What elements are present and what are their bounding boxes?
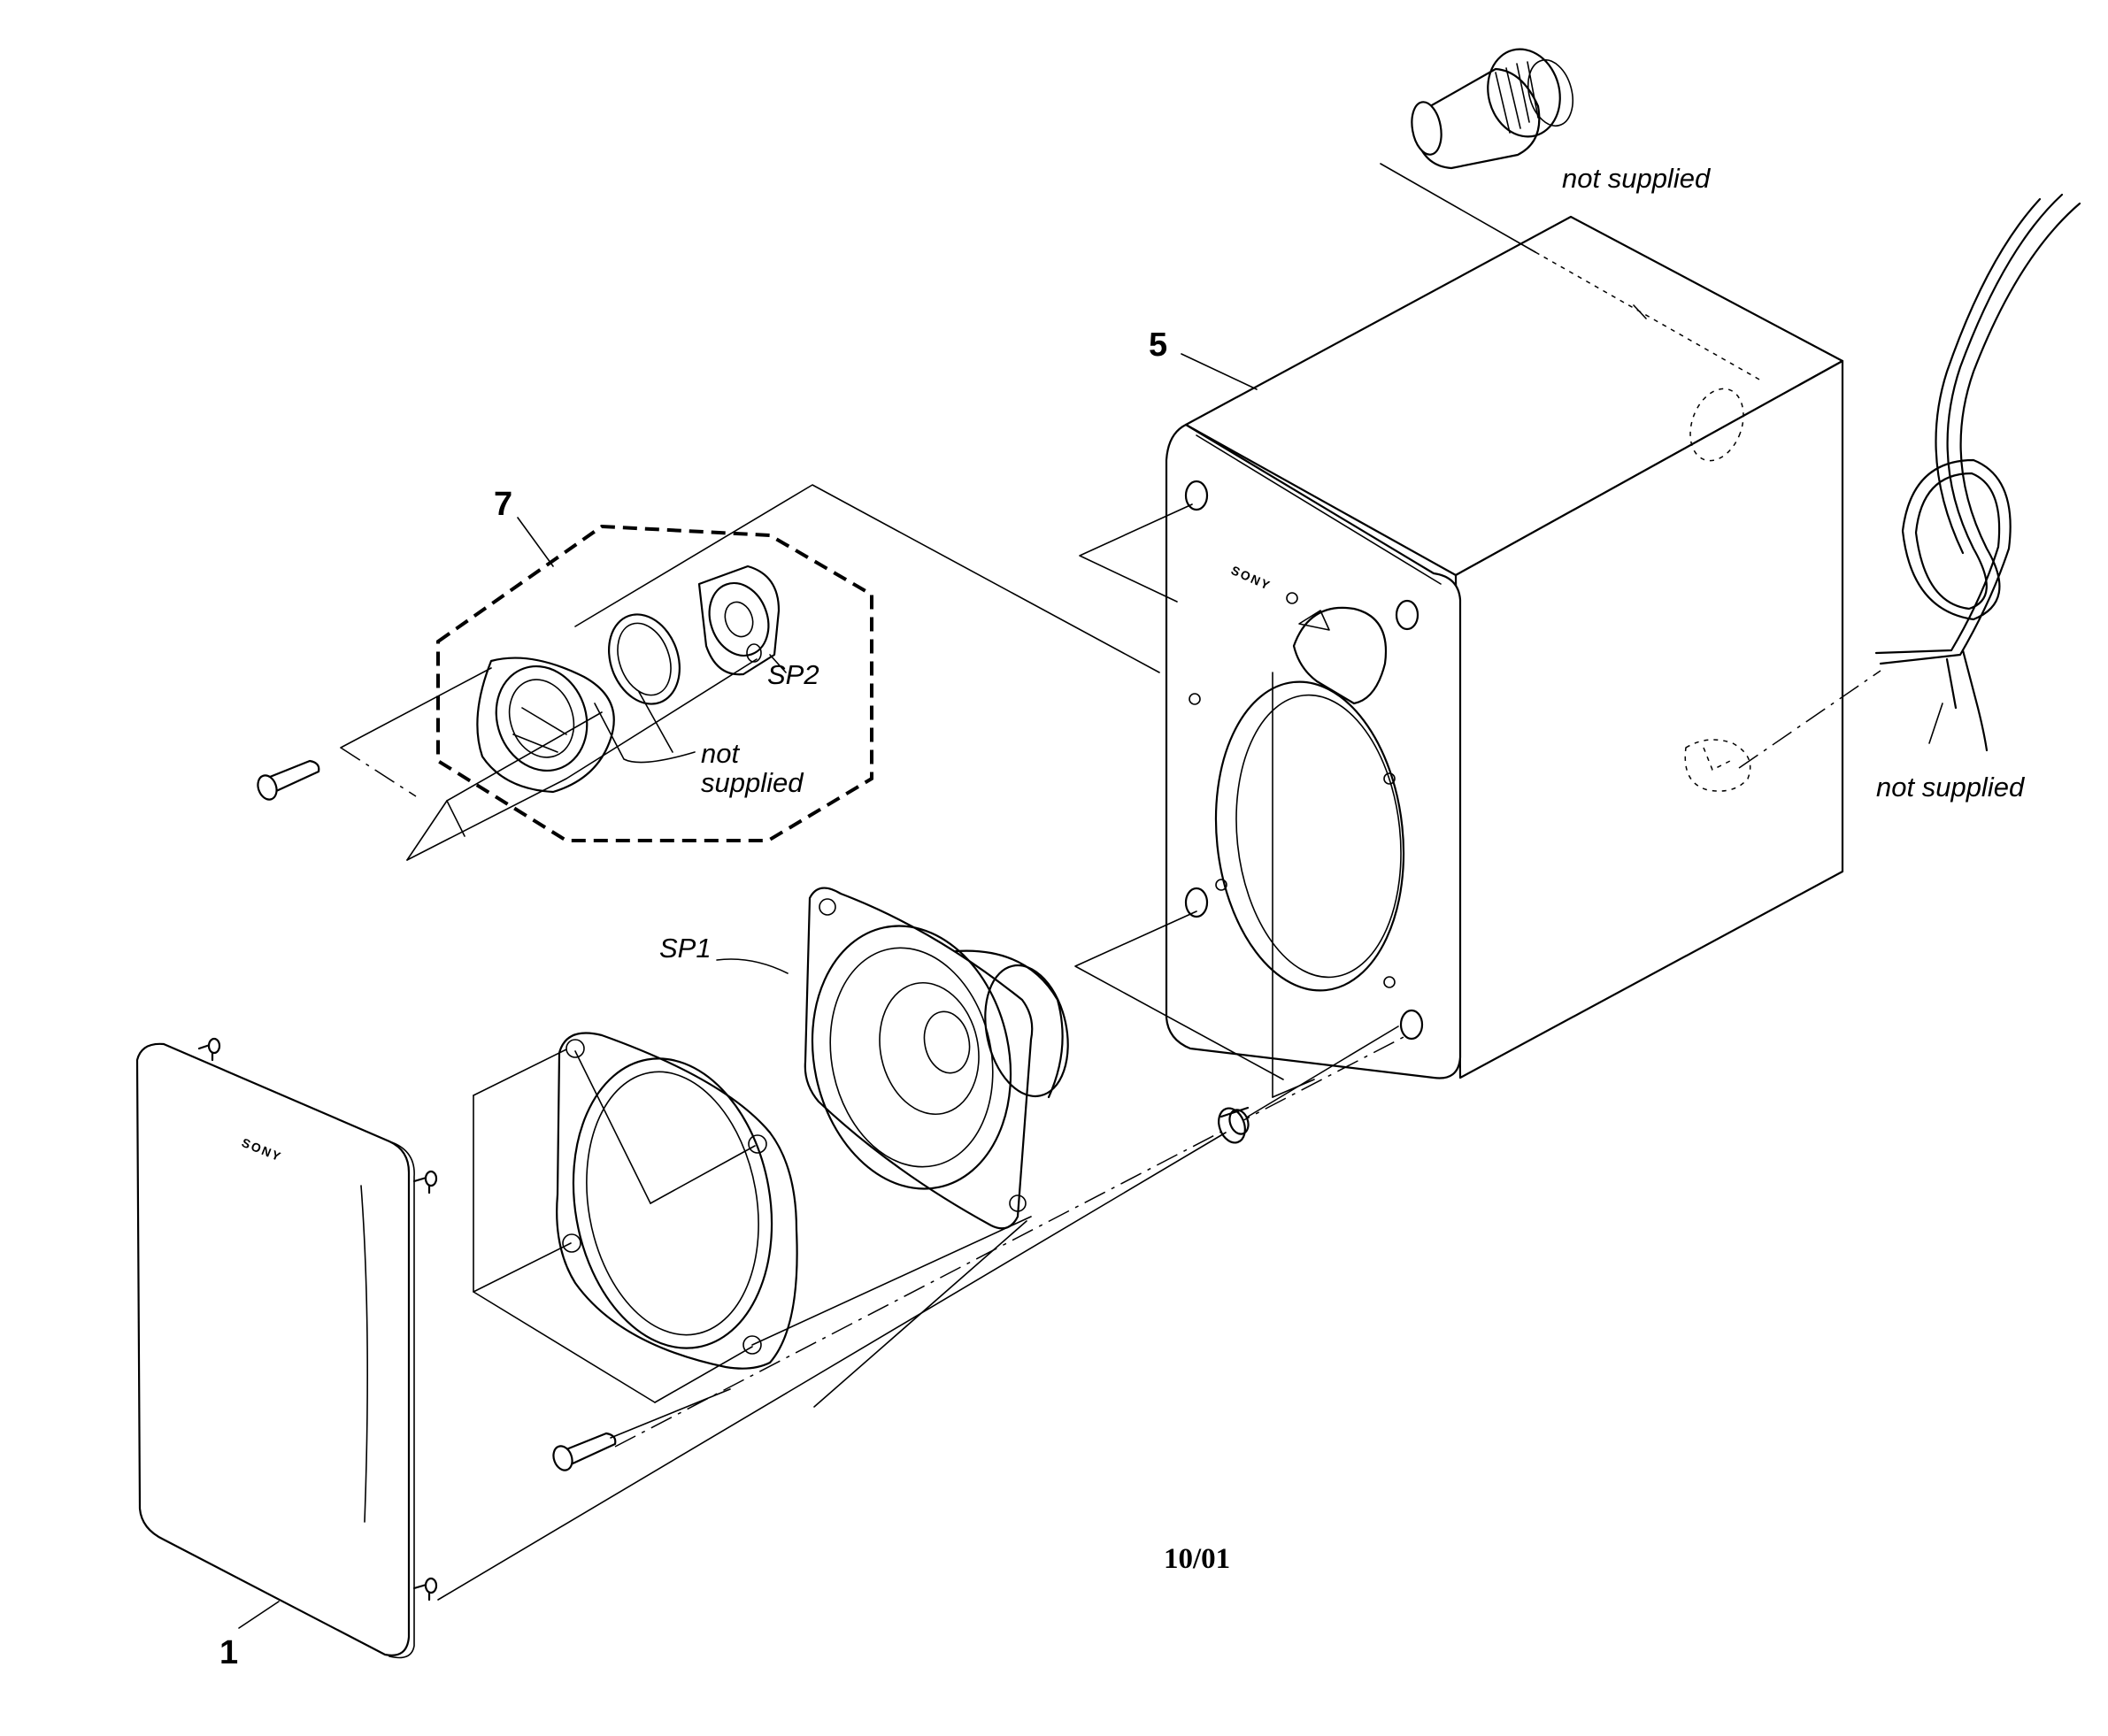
- gasket-ring: [473, 1032, 1032, 1408]
- speaker-cord-not-supplied: [1738, 193, 2081, 769]
- callout-7: 7: [494, 486, 512, 523]
- ring-not-supplied-label-line2: supplied: [701, 767, 804, 798]
- callout-1: 1: [219, 1634, 238, 1671]
- knob-not-supplied-label: not supplied: [1562, 163, 1712, 194]
- callout-5-leader: [1181, 353, 1258, 390]
- cord-leader: [1928, 703, 1943, 744]
- ring-not-supplied-label-line1: not: [701, 738, 740, 769]
- callout-5: 5: [1149, 326, 1167, 364]
- mounting-screw: [552, 1034, 1408, 1471]
- cabinet: SONY: [1074, 215, 1844, 1098]
- cord-not-supplied-label: not supplied: [1876, 772, 2026, 803]
- knob-not-supplied: [1380, 48, 1762, 381]
- tweeter-assembly: [257, 484, 1160, 861]
- front-grille: SONY: [135, 1037, 438, 1659]
- revision-date: 10/01: [1164, 1543, 1230, 1575]
- part-label-sp1: SP1: [659, 933, 712, 964]
- bushing: [437, 1025, 1399, 1601]
- woofer-sp1: [716, 887, 1069, 1230]
- part-label-sp2: SP2: [767, 659, 819, 690]
